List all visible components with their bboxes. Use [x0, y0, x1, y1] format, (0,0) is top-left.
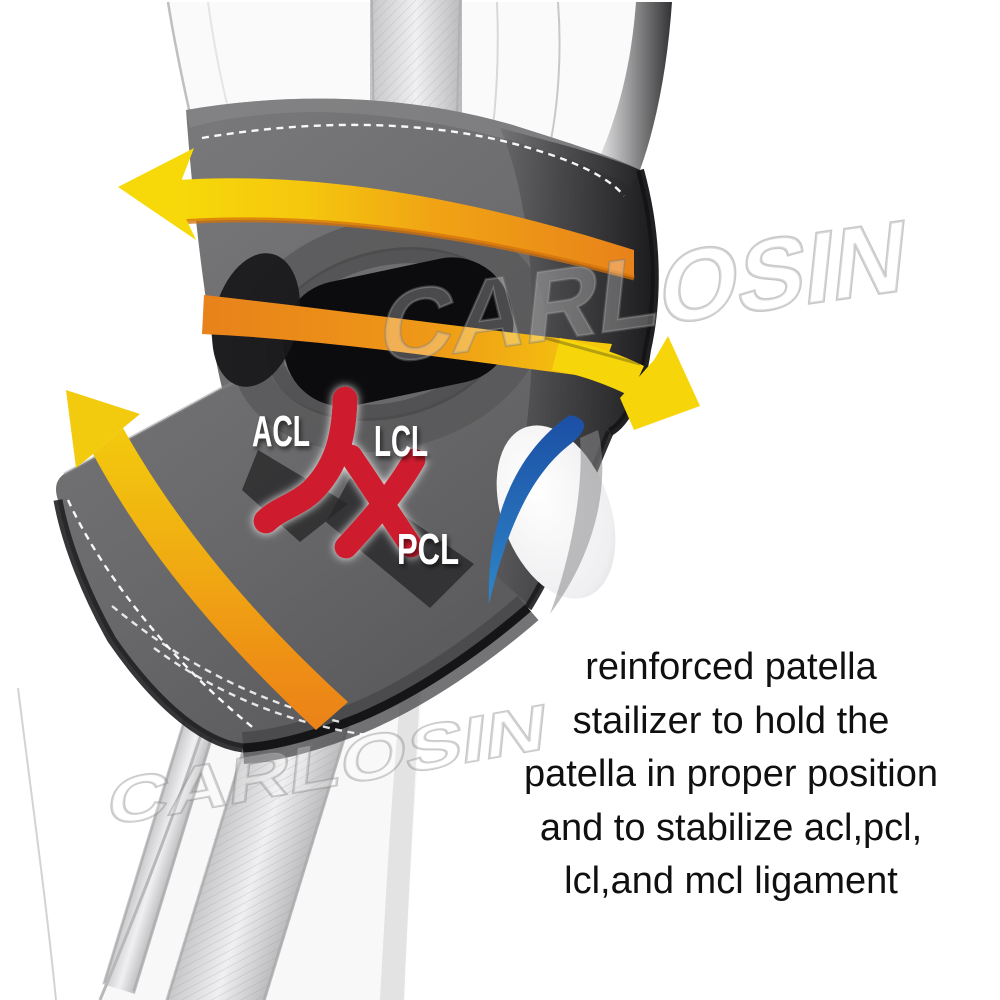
- ligament-labels: ACL LCL PCL: [252, 407, 459, 574]
- ligament-curve-marker: [253, 386, 358, 534]
- caption-line: and to stabilize acl,pcl,: [539, 806, 923, 849]
- patella-stabilizer-highlight: [488, 415, 585, 604]
- arrowhead-bottom-left-icon: [66, 390, 140, 468]
- rear-leg-contour: [17, 687, 57, 1000]
- thigh-contour-b: [549, 1, 561, 146]
- stitch-lines: [66, 123, 625, 738]
- wrap-band-pass2-tip: [552, 338, 644, 396]
- caption-line: reinforced patella: [585, 646, 877, 688]
- pcl-label: PCL: [397, 525, 459, 574]
- wrap-band-pass1: [178, 178, 634, 278]
- stitch-flap: [66, 499, 257, 731]
- acl-label: ACL: [252, 407, 310, 456]
- lcl-label: LCL: [374, 417, 428, 466]
- bone-contours: [103, 592, 379, 1000]
- caption-line: lcl,and mcl ligament: [564, 860, 898, 902]
- upper-wrap-arrow: [118, 148, 700, 430]
- wrap-band-pass1-shade: [177, 217, 635, 281]
- lower-wrap-arrow: [66, 390, 348, 730]
- brace-flap-edge: [53, 499, 244, 753]
- stitch-bottom-b: [153, 647, 375, 738]
- thigh-left-contour: [166, 1, 192, 115]
- stitch-bottom-a: [111, 605, 341, 724]
- stitch-top-cuff: [201, 123, 625, 197]
- caption-line: stailizer to hold the: [572, 699, 890, 742]
- wrap-band-pass2: [202, 295, 612, 378]
- caption-line: patella in proper position: [523, 753, 939, 795]
- ligament-markers: [253, 386, 426, 559]
- ligament-x-stroke-b: [334, 448, 426, 559]
- wrap-band-seam: [544, 336, 641, 366]
- wrap-band-pass3: [93, 428, 348, 730]
- arrowhead-lower-right-icon: [620, 336, 700, 430]
- knee-back-shade: [550, 430, 603, 614]
- brace-bottom-edge: [242, 604, 531, 753]
- product-description: reinforced patella stailizer to hold the…: [492, 641, 970, 909]
- thigh-right-shadow: [600, 2, 672, 170]
- thigh-inner-contour: [207, 1, 229, 109]
- arrowhead-upper-left-icon: [118, 148, 196, 240]
- calf-right-shade: [380, 690, 420, 1000]
